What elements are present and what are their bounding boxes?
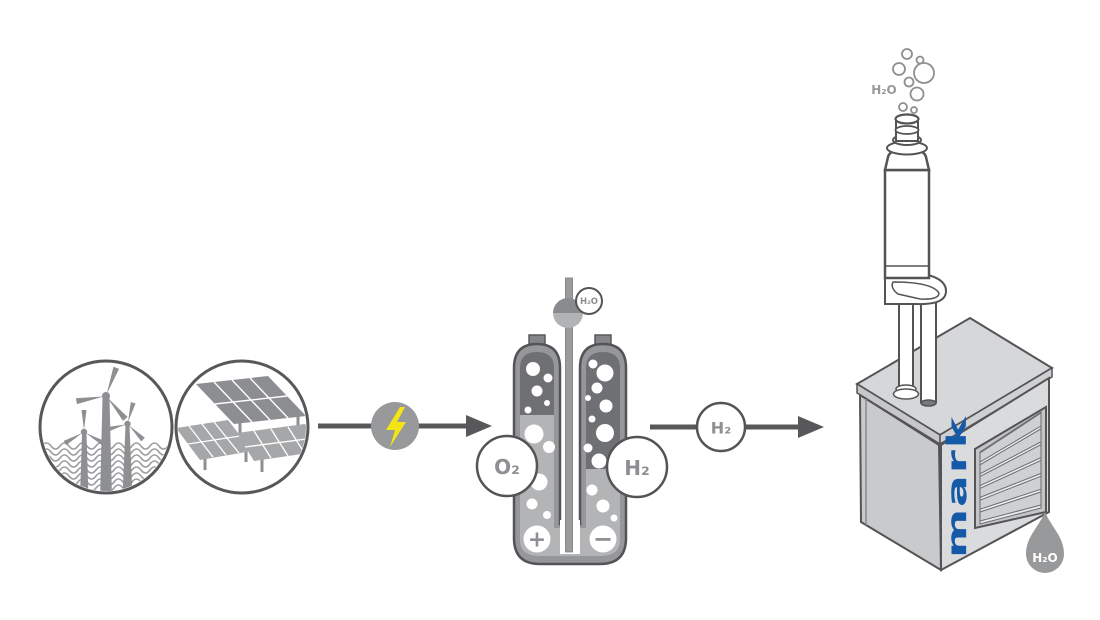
condensate-label: H₂O bbox=[1032, 551, 1058, 565]
hydrogen-flow-label: H₂ bbox=[711, 419, 731, 438]
hydrogen-label: H₂ bbox=[624, 456, 650, 480]
cathode-symbol: − bbox=[593, 525, 613, 553]
solar-source-icon bbox=[174, 359, 310, 495]
solar-panels-icon bbox=[178, 376, 306, 472]
lightning-bolt-icon bbox=[386, 407, 406, 447]
water-droplet-icon bbox=[1026, 512, 1064, 573]
funnel-bulb-bottom bbox=[553, 313, 583, 328]
oxygen-label: O₂ bbox=[494, 455, 520, 479]
anode-circle bbox=[523, 525, 551, 553]
electrode-rod bbox=[565, 277, 573, 553]
steam-bubbles-icon bbox=[892, 48, 935, 114]
arrowhead bbox=[466, 415, 492, 437]
hydrogen-flow-circle bbox=[695, 401, 747, 453]
wind-turbines bbox=[63, 366, 145, 491]
brand-logo: mark bbox=[941, 415, 973, 558]
hydrogen-bubbles bbox=[583, 359, 618, 522]
hydrogen-arrow: H₂ bbox=[650, 401, 824, 453]
oxygen-gas-region bbox=[520, 352, 554, 416]
oxygen-bubbles bbox=[522, 362, 555, 519]
solar-panels bbox=[178, 376, 306, 461]
air-heater: mark H₂O H₂ bbox=[855, 48, 1064, 573]
flue-terminal bbox=[883, 113, 948, 306]
heater-grille bbox=[974, 405, 1047, 530]
water-inlet-label: H₂O bbox=[580, 297, 598, 307]
electrolyser: + − H₂O O₂ H₂ bbox=[475, 277, 669, 566]
lid-rim-right bbox=[939, 366, 1053, 446]
exhaust-label: H₂O bbox=[871, 83, 897, 97]
anode-symbol: + bbox=[528, 528, 546, 553]
water-inlet-circle bbox=[575, 287, 603, 315]
hydrogen-circle bbox=[605, 435, 669, 499]
cathode-circle bbox=[589, 525, 617, 553]
arrowhead bbox=[798, 416, 824, 438]
electricity-arrow bbox=[318, 402, 492, 450]
wind-source-icon bbox=[38, 359, 174, 495]
oxygen-circle bbox=[475, 434, 539, 498]
